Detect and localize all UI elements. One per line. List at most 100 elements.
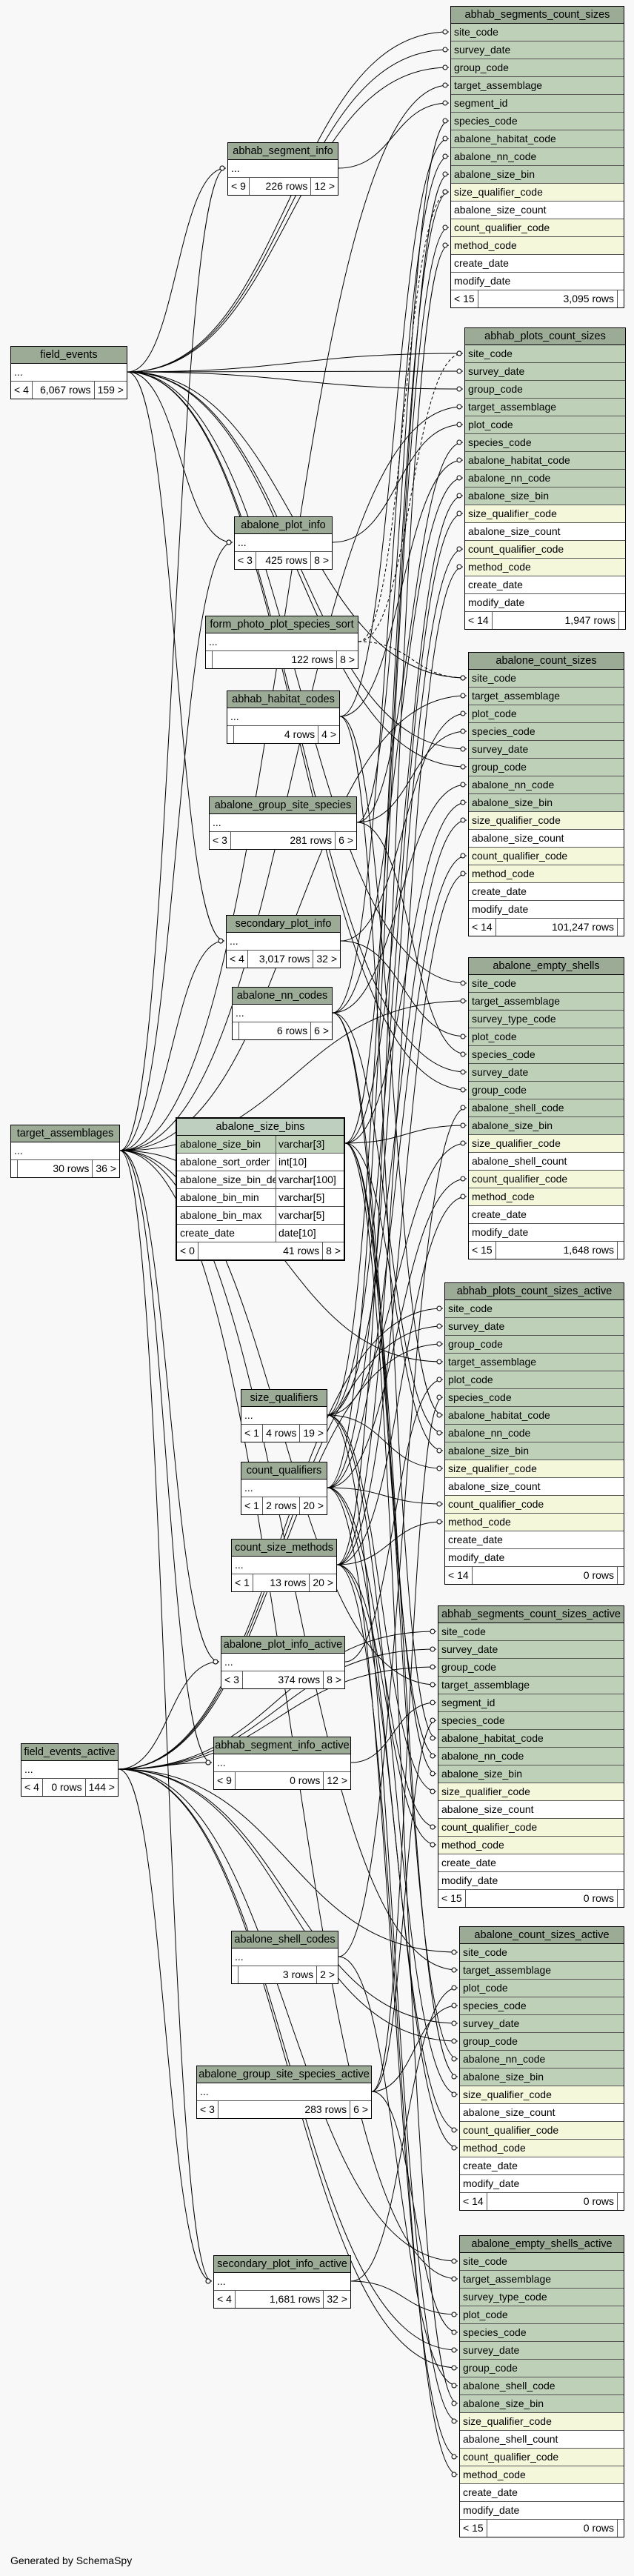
table-title[interactable]: abhab_plots_count_sizes bbox=[465, 328, 625, 345]
crowfoot-marker bbox=[460, 746, 466, 752]
table-title[interactable]: secondary_plot_info bbox=[227, 916, 340, 933]
relationship-line bbox=[127, 371, 467, 984]
crowfoot-marker bbox=[451, 2472, 457, 2477]
table-title[interactable]: abhab_segment_info bbox=[228, 143, 338, 160]
relationship-line bbox=[118, 1661, 220, 1770]
parent-count bbox=[227, 726, 234, 743]
relationship-line bbox=[119, 1150, 213, 2282]
parent-count: < 3 bbox=[197, 2101, 218, 2118]
table-title[interactable]: target_assemblages bbox=[11, 1125, 119, 1142]
table-title[interactable]: count_qualifiers bbox=[241, 1462, 327, 1480]
column-name: create_date bbox=[454, 257, 509, 269]
relationship-line bbox=[336, 873, 467, 1565]
column-name: species_code bbox=[454, 115, 518, 127]
table-title[interactable]: abalone_empty_shells bbox=[469, 958, 624, 975]
column-row: method_code bbox=[469, 1188, 624, 1206]
crowfoot-marker bbox=[451, 2127, 457, 2133]
table-title[interactable]: abalone_plot_info_active bbox=[221, 1637, 344, 1654]
table-title[interactable]: abhab_habitat_codes bbox=[227, 691, 339, 708]
relationship-line bbox=[119, 542, 233, 1151]
table-title[interactable]: secondary_plot_info_active bbox=[214, 2256, 350, 2273]
parent-count: < 3 bbox=[210, 832, 231, 849]
relationship-line bbox=[127, 371, 233, 543]
parent-count: < 9 bbox=[214, 1772, 236, 1789]
table-title[interactable]: abalone_shell_codes bbox=[232, 1931, 338, 1948]
column-name: abalone_size_count bbox=[441, 1803, 534, 1815]
table-title[interactable]: abalone_group_site_species bbox=[210, 797, 356, 814]
table-title[interactable]: abalone_group_site_species_active bbox=[197, 2066, 371, 2083]
crowfoot-marker bbox=[451, 2454, 457, 2460]
table-title[interactable]: form_photo_plot_species_sort bbox=[206, 616, 358, 633]
table-title[interactable]: abalone_empty_shells_active bbox=[460, 2236, 624, 2253]
column-name: segment_id bbox=[441, 1697, 495, 1708]
table-title[interactable]: abhab_plots_count_sizes_active bbox=[445, 1283, 624, 1300]
column-row: size_qualifier_code bbox=[460, 2413, 624, 2431]
table-title[interactable]: abalone_count_sizes_active bbox=[460, 1927, 624, 1944]
relationship-line bbox=[327, 1487, 444, 1505]
table-title[interactable]: abalone_size_bins bbox=[177, 1119, 344, 1136]
table-title[interactable]: field_events bbox=[11, 347, 127, 364]
parent-count: < 4 bbox=[21, 1779, 43, 1796]
crowfoot-marker bbox=[460, 710, 466, 716]
column-name: method_code bbox=[441, 1839, 504, 1851]
table-title[interactable]: abalone_nn_codes bbox=[233, 988, 332, 1005]
crowfoot-marker bbox=[456, 510, 462, 516]
column-row: ... bbox=[206, 633, 358, 651]
crowfoot-marker bbox=[460, 799, 466, 805]
table-title[interactable]: count_size_methods bbox=[232, 1540, 336, 1557]
column-name: ... bbox=[235, 1951, 244, 1963]
crowfoot-marker bbox=[460, 764, 466, 770]
column-row: modify_date bbox=[469, 1224, 624, 1242]
table-title[interactable]: abhab_segments_count_sizes bbox=[451, 7, 624, 24]
relationship-line bbox=[327, 1487, 458, 2457]
table-title[interactable]: abalone_plot_info bbox=[235, 517, 332, 534]
parent-count: < 1 bbox=[241, 1425, 263, 1442]
table-title[interactable]: abhab_segments_count_sizes_active bbox=[438, 1606, 624, 1623]
column-row: modify_date bbox=[460, 2175, 624, 2193]
column-row: abalone_nn_code bbox=[451, 148, 624, 166]
table-title[interactable]: abhab_segment_info_active bbox=[214, 1737, 350, 1754]
column-row: group_code bbox=[451, 59, 624, 77]
relationship-line bbox=[339, 716, 437, 1739]
table-title[interactable]: field_events_active bbox=[21, 1744, 118, 1761]
table-title[interactable]: size_qualifiers bbox=[241, 1390, 327, 1407]
column-name: ... bbox=[224, 1656, 233, 1668]
column-name: ... bbox=[217, 1757, 226, 1768]
relationship-line bbox=[327, 1414, 458, 2422]
column-name: modify_date bbox=[472, 1226, 529, 1238]
column-row: abalone_nn_code bbox=[465, 470, 625, 487]
crowfoot-marker bbox=[456, 457, 462, 463]
column-row: species_code bbox=[465, 434, 625, 452]
relationship-line bbox=[332, 424, 464, 543]
table-title[interactable]: abalone_count_sizes bbox=[469, 653, 624, 670]
crowfoot-marker bbox=[460, 1105, 466, 1111]
